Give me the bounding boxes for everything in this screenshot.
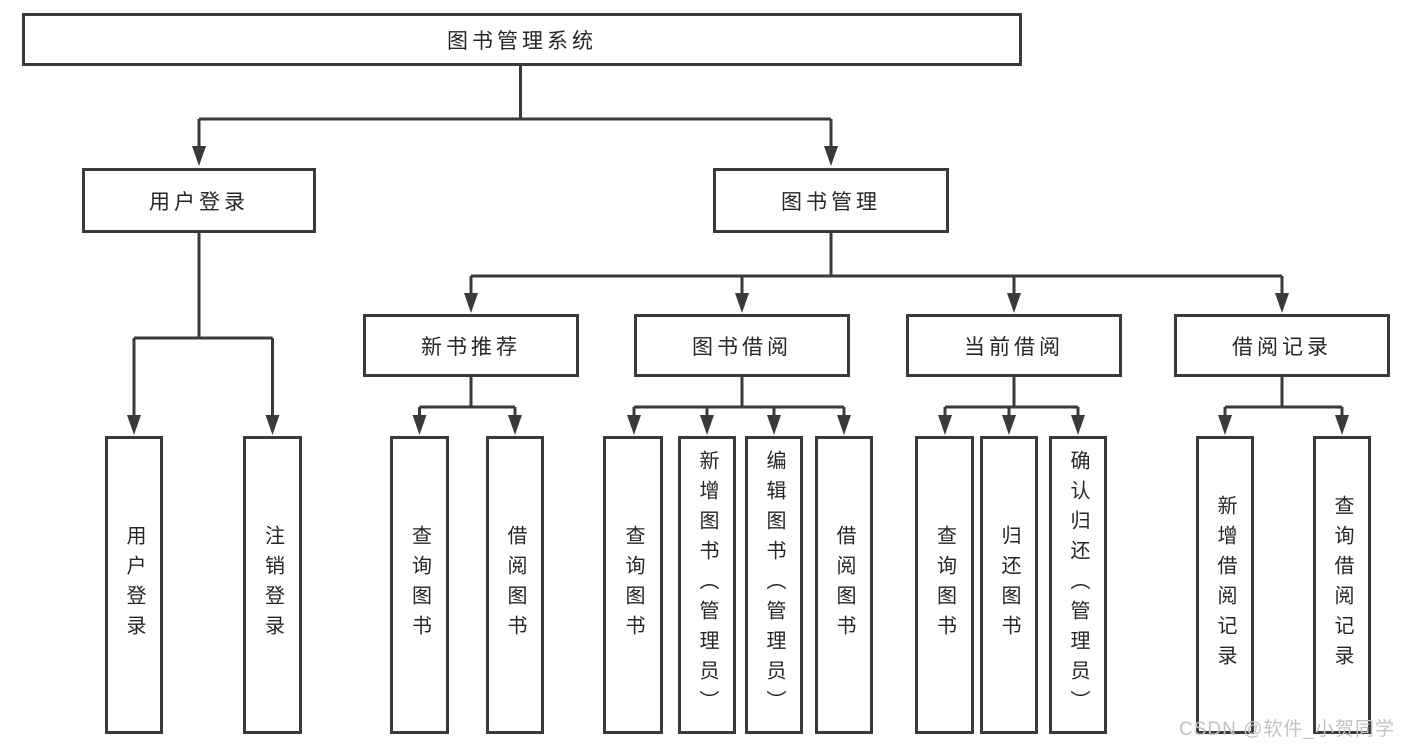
node-new-book-recommend-label: 新书推荐 [421, 335, 521, 359]
leaf-br-add-record-label: 新增借阅记录 [1214, 495, 1236, 675]
leaf-logout-label: 注销登录 [261, 525, 284, 645]
connector-book-management-to-level3 [464, 233, 1289, 313]
node-book-borrow-label: 图书借阅 [692, 335, 792, 359]
leaf-user-login-label: 用户登录 [123, 525, 145, 645]
leaf-nb-query-books-label: 查询图书 [408, 525, 431, 645]
leaf-br-add-record: 新增借阅记录 [1196, 436, 1254, 734]
node-book-management: 图书管理 [713, 168, 949, 233]
leaf-logout: 注销登录 [243, 436, 302, 734]
node-borrow-records: 借阅记录 [1174, 314, 1390, 377]
leaf-cb-confirm-return-admin: 确认归还（管理员） [1049, 436, 1107, 734]
node-current-borrow-label: 当前借阅 [964, 335, 1064, 359]
watermark: CSDN @软件_小贺同学 [1179, 719, 1395, 740]
leaf-br-query-record-label: 查询借阅记录 [1331, 495, 1353, 675]
leaf-bb-borrow-books: 借阅图书 [815, 436, 873, 734]
node-new-book-recommend: 新书推荐 [363, 314, 579, 377]
leaf-bb-add-books-admin: 新增图书（管理员） [678, 436, 736, 734]
leaf-bb-borrow-books-label: 借阅图书 [833, 525, 855, 645]
node-user-login: 用户登录 [82, 168, 316, 233]
node-root-label: 图书管理系统 [447, 29, 597, 53]
leaf-nb-borrow-books-label: 借阅图书 [504, 525, 526, 645]
leaf-cb-query-books-label: 查询图书 [933, 525, 956, 645]
leaf-bb-add-books-admin-label: 新增图书（管理员） [696, 450, 718, 720]
node-root: 图书管理系统 [22, 13, 1022, 66]
leaf-cb-return-books: 归还图书 [980, 436, 1038, 734]
node-book-management-label: 图书管理 [781, 190, 881, 214]
node-borrow-records-label: 借阅记录 [1232, 335, 1332, 359]
leaf-cb-return-books-label: 归还图书 [998, 525, 1020, 645]
leaf-bb-query-books: 查询图书 [603, 436, 663, 734]
node-user-login-label: 用户登录 [149, 190, 249, 214]
leaf-br-query-record: 查询借阅记录 [1313, 436, 1371, 734]
node-book-borrow: 图书借阅 [634, 314, 850, 377]
leaf-cb-confirm-return-admin-label: 确认归还（管理员） [1067, 450, 1089, 720]
connector-user-login-to-leaves [127, 233, 280, 435]
connector-root-to-level2 [192, 66, 838, 166]
leaf-bb-edit-books-admin: 编辑图书（管理员） [745, 436, 803, 734]
connector-borrow-records-to-leaves [1218, 377, 1349, 435]
connector-new-book-recommend-to-leaves [412, 377, 522, 435]
leaf-bb-edit-books-admin-label: 编辑图书（管理员） [763, 450, 785, 720]
leaf-cb-query-books: 查询图书 [915, 436, 974, 734]
connector-current-borrow-to-leaves [938, 377, 1085, 435]
leaf-nb-borrow-books: 借阅图书 [486, 436, 544, 734]
node-current-borrow: 当前借阅 [906, 314, 1122, 377]
leaf-user-login: 用户登录 [105, 436, 163, 734]
leaf-nb-query-books: 查询图书 [390, 436, 449, 734]
leaf-bb-query-books-label: 查询图书 [622, 525, 644, 645]
connector-book-borrow-to-leaves [627, 377, 851, 435]
